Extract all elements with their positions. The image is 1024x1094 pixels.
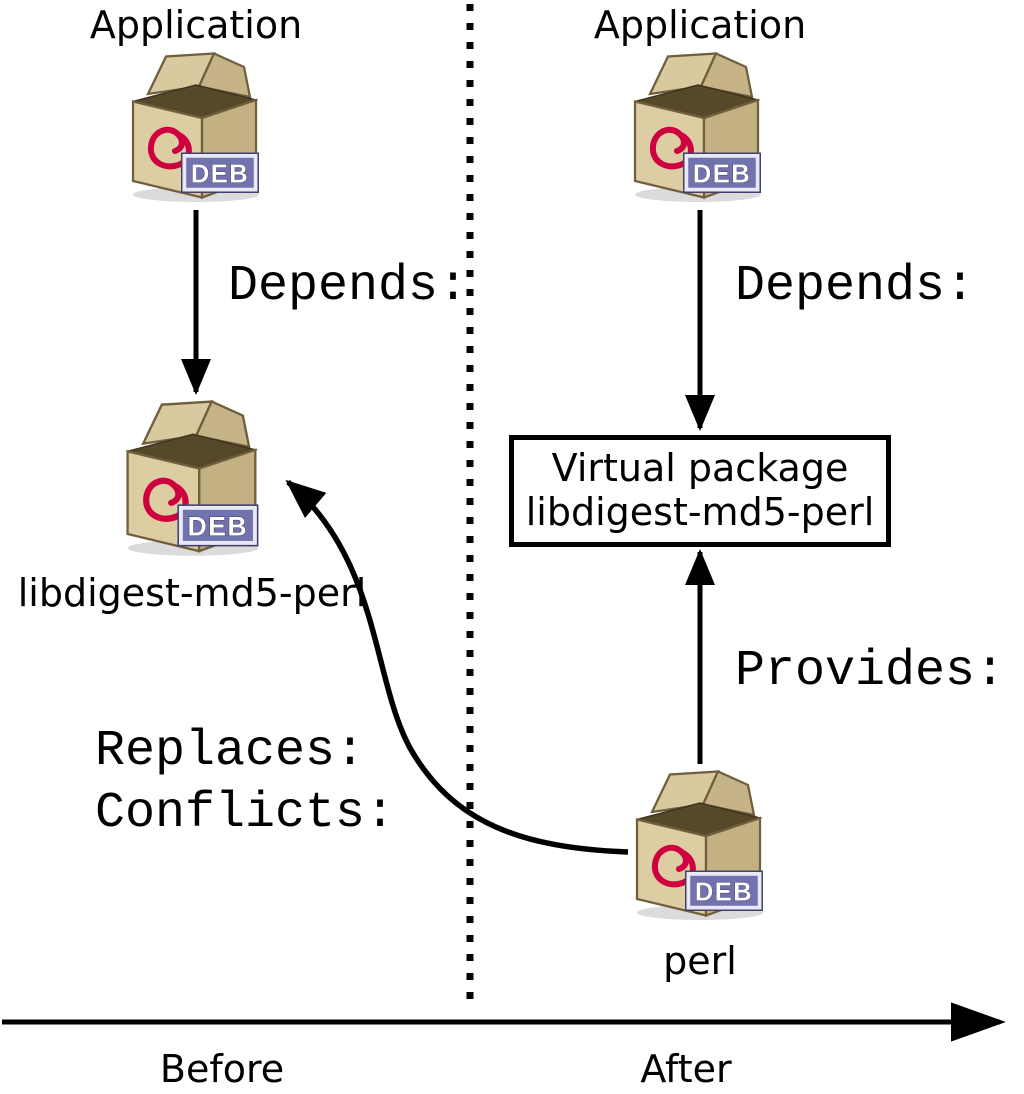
deb-package-icon-application-left: DEB (118, 52, 274, 202)
depends-label-left: Depends: (228, 258, 469, 315)
replaces-label: Replaces: (95, 723, 366, 780)
virtual-package-box-line1: Virtual package (551, 446, 849, 491)
perl-package-label: perl (663, 939, 737, 983)
deb-badge-label: DEB (188, 512, 249, 542)
virtual-package-box: Virtual package libdigest-md5-perl (509, 435, 891, 547)
replaces-conflicts-curved-arrow (285, 479, 629, 855)
provides-label: Provides: (735, 643, 1006, 700)
application-label-right: Application (593, 3, 807, 47)
deb-package-icon-application-right: DEB (620, 52, 776, 202)
application-label-left: Application (89, 3, 303, 47)
deb-package-icon-libdigest: DEB (112, 400, 274, 556)
deb-badge-label: DEB (191, 161, 249, 189)
depends-label-right: Depends: (735, 258, 976, 315)
deb-badge-label: DEB (695, 879, 753, 907)
libdigest-package-label: libdigest-md5-perl (17, 571, 367, 615)
timeline-before-label: Before (159, 1047, 285, 1091)
conflicts-label: Conflicts: (95, 785, 396, 842)
timeline-after-label: After (640, 1047, 732, 1091)
deb-package-icon-perl: DEB (622, 770, 778, 920)
virtual-package-box-line2: libdigest-md5-perl (525, 490, 875, 534)
deb-badge-label: DEB (693, 161, 751, 189)
